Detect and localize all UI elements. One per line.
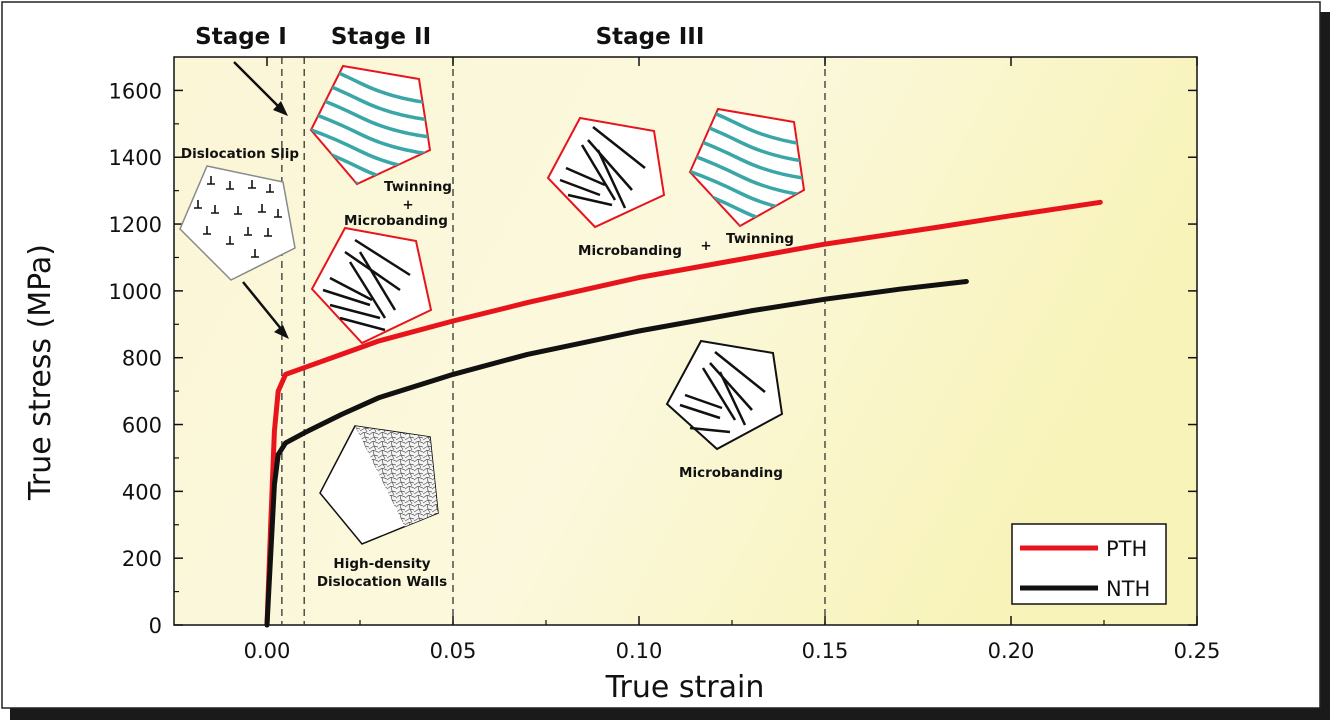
x-tick-label: 0.15 <box>802 639 849 663</box>
plus-label-1: + <box>402 197 413 213</box>
plus-label-2: + <box>700 238 711 254</box>
y-tick-label: 1200 <box>109 213 162 237</box>
y-tick-label: 200 <box>122 547 162 571</box>
y-tick-label: 1600 <box>109 79 162 103</box>
microbanding-schematic-left <box>310 226 433 345</box>
legend: PTH NTH <box>1011 523 1167 605</box>
x-axis-title: True strain <box>605 670 765 705</box>
x-tick-label: 0.25 <box>1174 639 1221 663</box>
twinning-label-mid: Twinning <box>726 231 794 247</box>
dislocation-walls-schematic <box>319 425 439 545</box>
series-layer <box>264 199 1103 628</box>
x-tick-label: 0.00 <box>244 639 291 663</box>
series-line-pth <box>264 199 1103 628</box>
twinning-schematic-mid <box>688 107 806 228</box>
y-tick-label: 800 <box>122 347 162 371</box>
dislocation-slip-schematic <box>179 165 296 281</box>
twinning-label-top: Twinning <box>384 179 452 195</box>
legend-label-nth: NTH <box>1106 577 1150 601</box>
y-tick-label: 0 <box>149 614 162 638</box>
stage-boundaries <box>281 57 826 625</box>
y-tick-label: 600 <box>122 414 162 438</box>
microbanding-schematic-low <box>665 339 784 451</box>
microbanding-label-top: Microbanding <box>344 213 448 229</box>
stage-3-label: Stage III <box>596 24 705 50</box>
microbanding-label-mid: Microbanding <box>578 243 682 259</box>
walls-label-line2: Dislocation Walls <box>317 574 447 590</box>
series-line-nth <box>264 279 969 628</box>
arrow-annotations <box>233 61 289 339</box>
x-tick-label: 0.20 <box>988 639 1035 663</box>
walls-label-line1: High-density <box>333 556 430 572</box>
dislocation-slip-label: Dislocation Slip <box>181 146 300 162</box>
x-axis: 0.00 0.05 0.10 0.15 0.20 0.25 <box>244 57 1221 663</box>
stage-1-label: Stage I <box>195 24 287 50</box>
y-tick-label: 1400 <box>109 146 162 170</box>
y-tick-label: 1000 <box>109 280 162 304</box>
y-tick-label: 400 <box>122 480 162 504</box>
microbanding-schematic-mid <box>546 116 666 229</box>
y-axis-title: True stress (MPa) <box>23 244 58 501</box>
x-tick-label: 0.05 <box>430 639 477 663</box>
x-tick-label: 0.10 <box>616 639 663 663</box>
stage-2-label: Stage II <box>331 24 431 50</box>
y-axis: 0 200 400 600 800 1000 1200 1400 1600 <box>109 79 1197 638</box>
microbanding-label-low: Microbanding <box>679 465 783 481</box>
legend-label-pth: PTH <box>1106 537 1147 561</box>
